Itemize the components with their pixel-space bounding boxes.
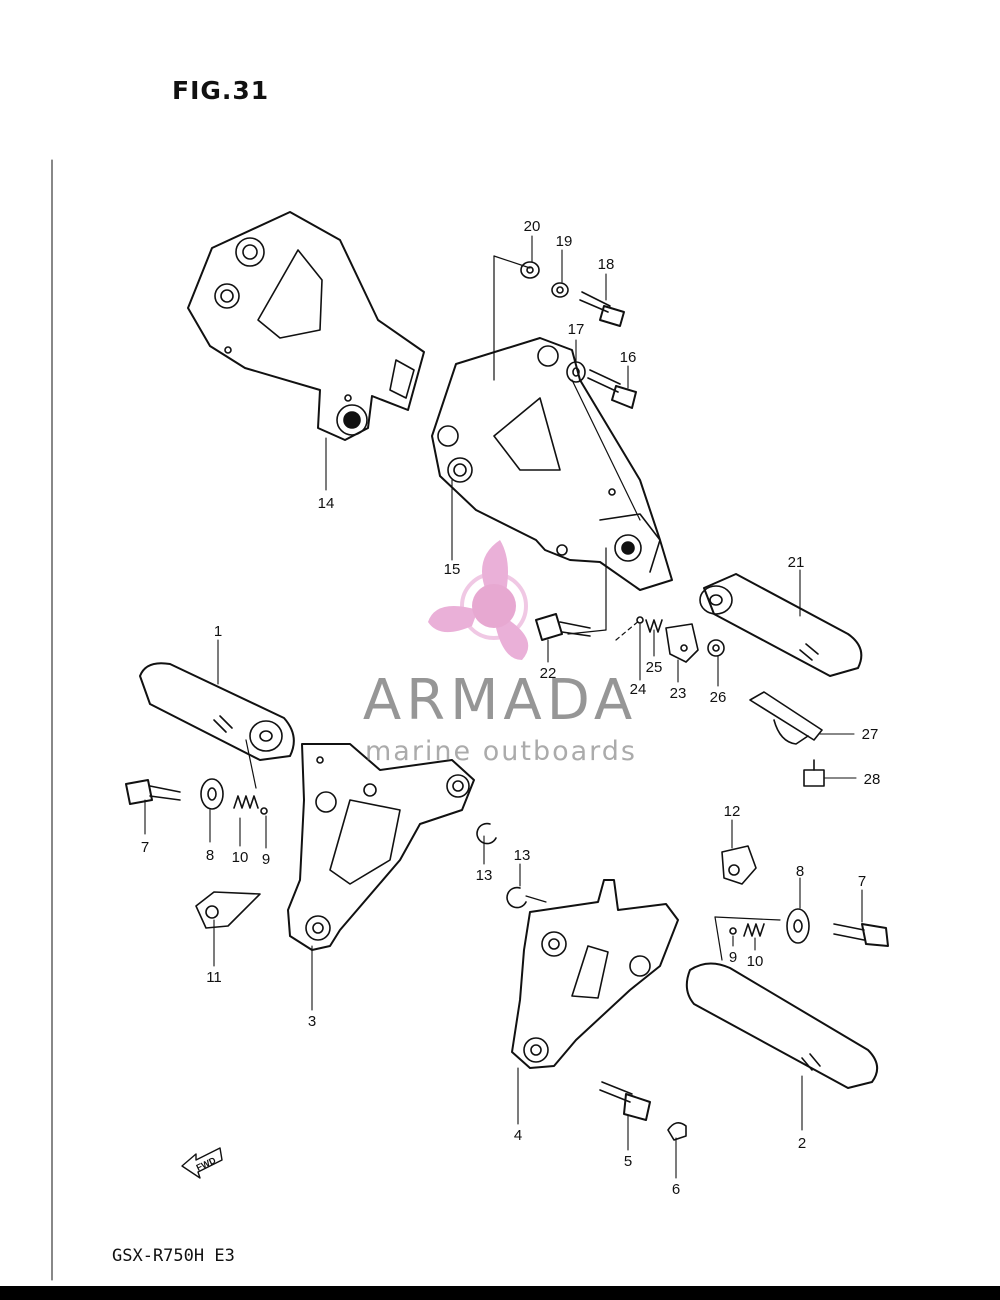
- assembly-lines: [245, 255, 781, 961]
- callout-28: 28: [864, 771, 881, 788]
- part-8-washer-left: [200, 778, 224, 810]
- part-9-ball-right: [729, 927, 737, 935]
- part-16-bolt: [587, 369, 637, 409]
- callout-22: 22: [540, 665, 557, 682]
- part-11-plate: [195, 891, 261, 929]
- callout-21: 21: [788, 554, 805, 571]
- callout-24: 24: [630, 681, 647, 698]
- part-7-bolt-right: [833, 923, 889, 947]
- part-3-bracket: [287, 743, 475, 951]
- part-8-washer-right: [786, 908, 810, 944]
- callout-11: 11: [206, 969, 222, 986]
- callout-7-left: 7: [141, 839, 149, 856]
- part-6-cap: [667, 1122, 687, 1141]
- callout-25: 25: [646, 659, 663, 676]
- callout-16: 16: [620, 349, 637, 366]
- part-20-washer: [520, 261, 540, 279]
- watermark-tagline: marine outboards: [364, 736, 637, 767]
- leader-lines: [144, 235, 863, 1179]
- watermark-logo-icon: [428, 540, 529, 660]
- part-10-spring-left: [233, 795, 259, 809]
- scan-bottom-bar: [0, 1286, 1000, 1300]
- callout-19: 19: [556, 233, 573, 250]
- part-9-ball-left: [260, 807, 268, 815]
- part-5-bolt: [599, 1081, 651, 1121]
- callout-2: 2: [798, 1135, 806, 1152]
- callout-8-left: 8: [206, 847, 214, 864]
- callout-27: 27: [862, 726, 879, 743]
- callout-1: 1: [214, 623, 222, 640]
- callout-15: 15: [444, 561, 461, 578]
- part-24-ball: [636, 616, 644, 624]
- part-25-spring: [645, 619, 663, 633]
- part-12-plate: [721, 845, 757, 885]
- part-2-footpeg: [685, 962, 879, 1089]
- fwd-label: FWD: [195, 1155, 218, 1173]
- part-26-nut: [707, 639, 725, 657]
- callout-10-left: 10: [232, 849, 249, 866]
- part-21-footpeg: [699, 573, 863, 677]
- watermark-brand: ARMADA: [362, 668, 638, 733]
- part-13-clip-lower: [506, 886, 527, 909]
- callout-numbers: 1 2 3 4 5 6 7 7 8 8 9 9 10 10 11 12 13 1…: [141, 218, 881, 1198]
- fwd-arrow-icon: FWD: [181, 1147, 223, 1179]
- callout-14: 14: [318, 495, 335, 512]
- part-23-plate: [665, 623, 699, 663]
- callout-7-right: 7: [858, 873, 866, 890]
- callout-13-upper: 13: [514, 847, 531, 864]
- model-code: GSX-R750H E3: [112, 1246, 235, 1266]
- part-18-bolt: [579, 291, 625, 327]
- callout-26: 26: [710, 689, 727, 706]
- part-14-bracket: [187, 211, 425, 441]
- part-1-footpeg: [139, 662, 295, 761]
- callout-23: 23: [670, 685, 687, 702]
- callout-20: 20: [524, 218, 541, 235]
- callout-13-lower: 13: [476, 867, 493, 884]
- callout-9-left: 9: [262, 851, 270, 868]
- part-10-spring-right: [743, 923, 765, 937]
- part-7-bolt-left: [125, 779, 181, 805]
- part-19-nut: [551, 282, 569, 298]
- part-4-bracket: [511, 879, 679, 1069]
- callout-4: 4: [514, 1127, 522, 1144]
- callout-8-right: 8: [796, 863, 804, 880]
- callout-3: 3: [308, 1013, 316, 1030]
- part-15-bracket: [431, 337, 673, 591]
- callout-9-right: 9: [729, 949, 737, 966]
- callout-6: 6: [672, 1181, 680, 1198]
- part-13-clip-upper: [476, 822, 497, 845]
- figure-title: FIG.31: [172, 76, 270, 105]
- part-22-bolt: [535, 613, 591, 641]
- callout-17: 17: [568, 321, 585, 338]
- part-27-guide: [749, 691, 823, 745]
- callout-18: 18: [598, 256, 615, 273]
- callout-10-right: 10: [747, 953, 764, 970]
- callout-5: 5: [624, 1153, 632, 1170]
- callout-12: 12: [724, 803, 741, 820]
- part-28-screw: [803, 759, 825, 787]
